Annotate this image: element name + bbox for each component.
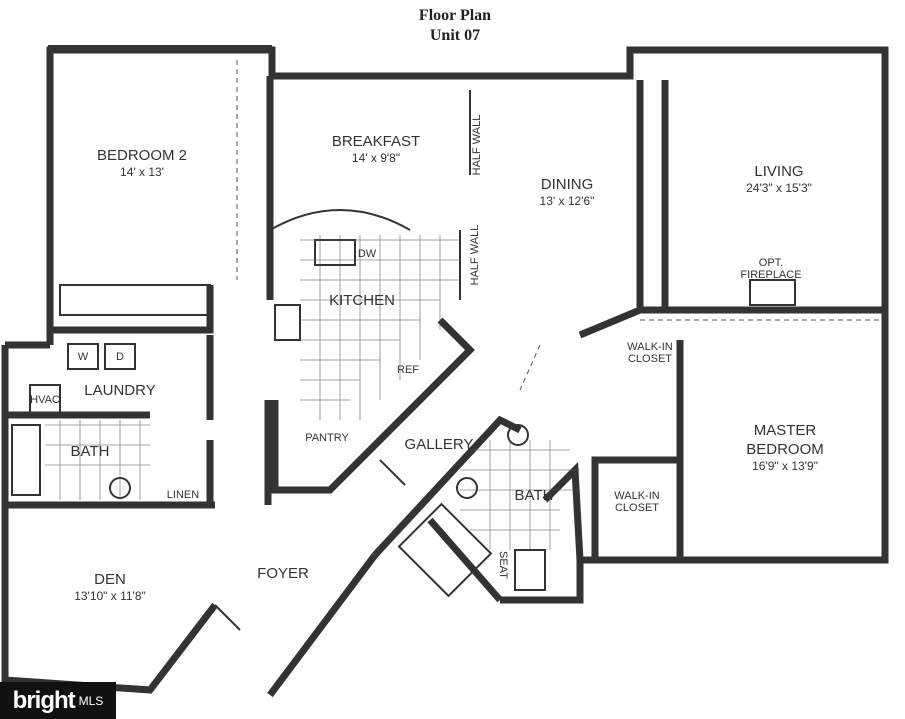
walkin-closet-label-2b: CLOSET	[615, 502, 659, 514]
plan-title: Floor Plan	[419, 7, 491, 24]
room-living-dim: 24'3" x 15'3"	[746, 181, 812, 195]
room-breakfast: BREAKFAST	[332, 133, 420, 150]
washer-label: W	[78, 351, 89, 363]
room-living: LIVING	[754, 163, 803, 180]
room-breakfast-dim: 14' x 9'8"	[352, 151, 400, 165]
room-bedroom-2: BEDROOM 2	[97, 147, 187, 164]
walkin-closet-label-1b: CLOSET	[628, 353, 672, 365]
bath-label-2: BATH	[515, 487, 554, 504]
walkin-closet-label-2a: WALK-IN	[614, 490, 659, 502]
room-dining: DINING	[541, 176, 594, 193]
room-den: DEN	[94, 571, 126, 588]
room-master-bedroom-dim: 16'9" x 13'9"	[752, 459, 818, 473]
bright-mls-logo: bright MLS	[0, 682, 116, 719]
dw-label: DW	[358, 248, 377, 260]
half-wall-label-2: HALF WALL	[469, 225, 481, 286]
room-den-dim: 13'10" x 11'8"	[74, 589, 146, 603]
room-bedroom-2-dim: 14' x 13'	[120, 165, 164, 179]
fireplace-label-2: FIREPLACE	[740, 269, 801, 281]
fireplace-label-1: OPT.	[759, 257, 783, 269]
room-kitchen: KITCHEN	[329, 292, 395, 309]
seat-label: SEAT	[497, 551, 509, 579]
logo-brand: bright	[12, 686, 76, 714]
room-master-bedroom-1: MASTER	[754, 422, 817, 439]
dryer-label: D	[116, 351, 124, 363]
bath-label-1: BATH	[71, 443, 110, 460]
hvac-label: HVAC	[30, 394, 60, 406]
logo-suffix: MLS	[78, 693, 104, 708]
tile-floors	[45, 235, 580, 550]
walkin-closet-label-1a: WALK-IN	[627, 341, 672, 353]
gallery-label: GALLERY	[405, 436, 474, 453]
pantry-label: PANTRY	[305, 432, 349, 444]
interior-walls	[5, 60, 885, 603]
exterior-walls	[1, 45, 889, 698]
room-dining-dim: 13' x 12'6"	[540, 194, 595, 208]
ref-label: REF	[397, 364, 419, 376]
half-wall-label-1: HALF WALL	[471, 115, 483, 176]
plan-subtitle: Unit 07	[430, 27, 480, 44]
linen-label: LINEN	[167, 489, 199, 501]
laundry-label: LAUNDRY	[84, 382, 155, 399]
foyer-label: FOYER	[257, 565, 309, 582]
room-master-bedroom-2: BEDROOM	[746, 441, 824, 458]
